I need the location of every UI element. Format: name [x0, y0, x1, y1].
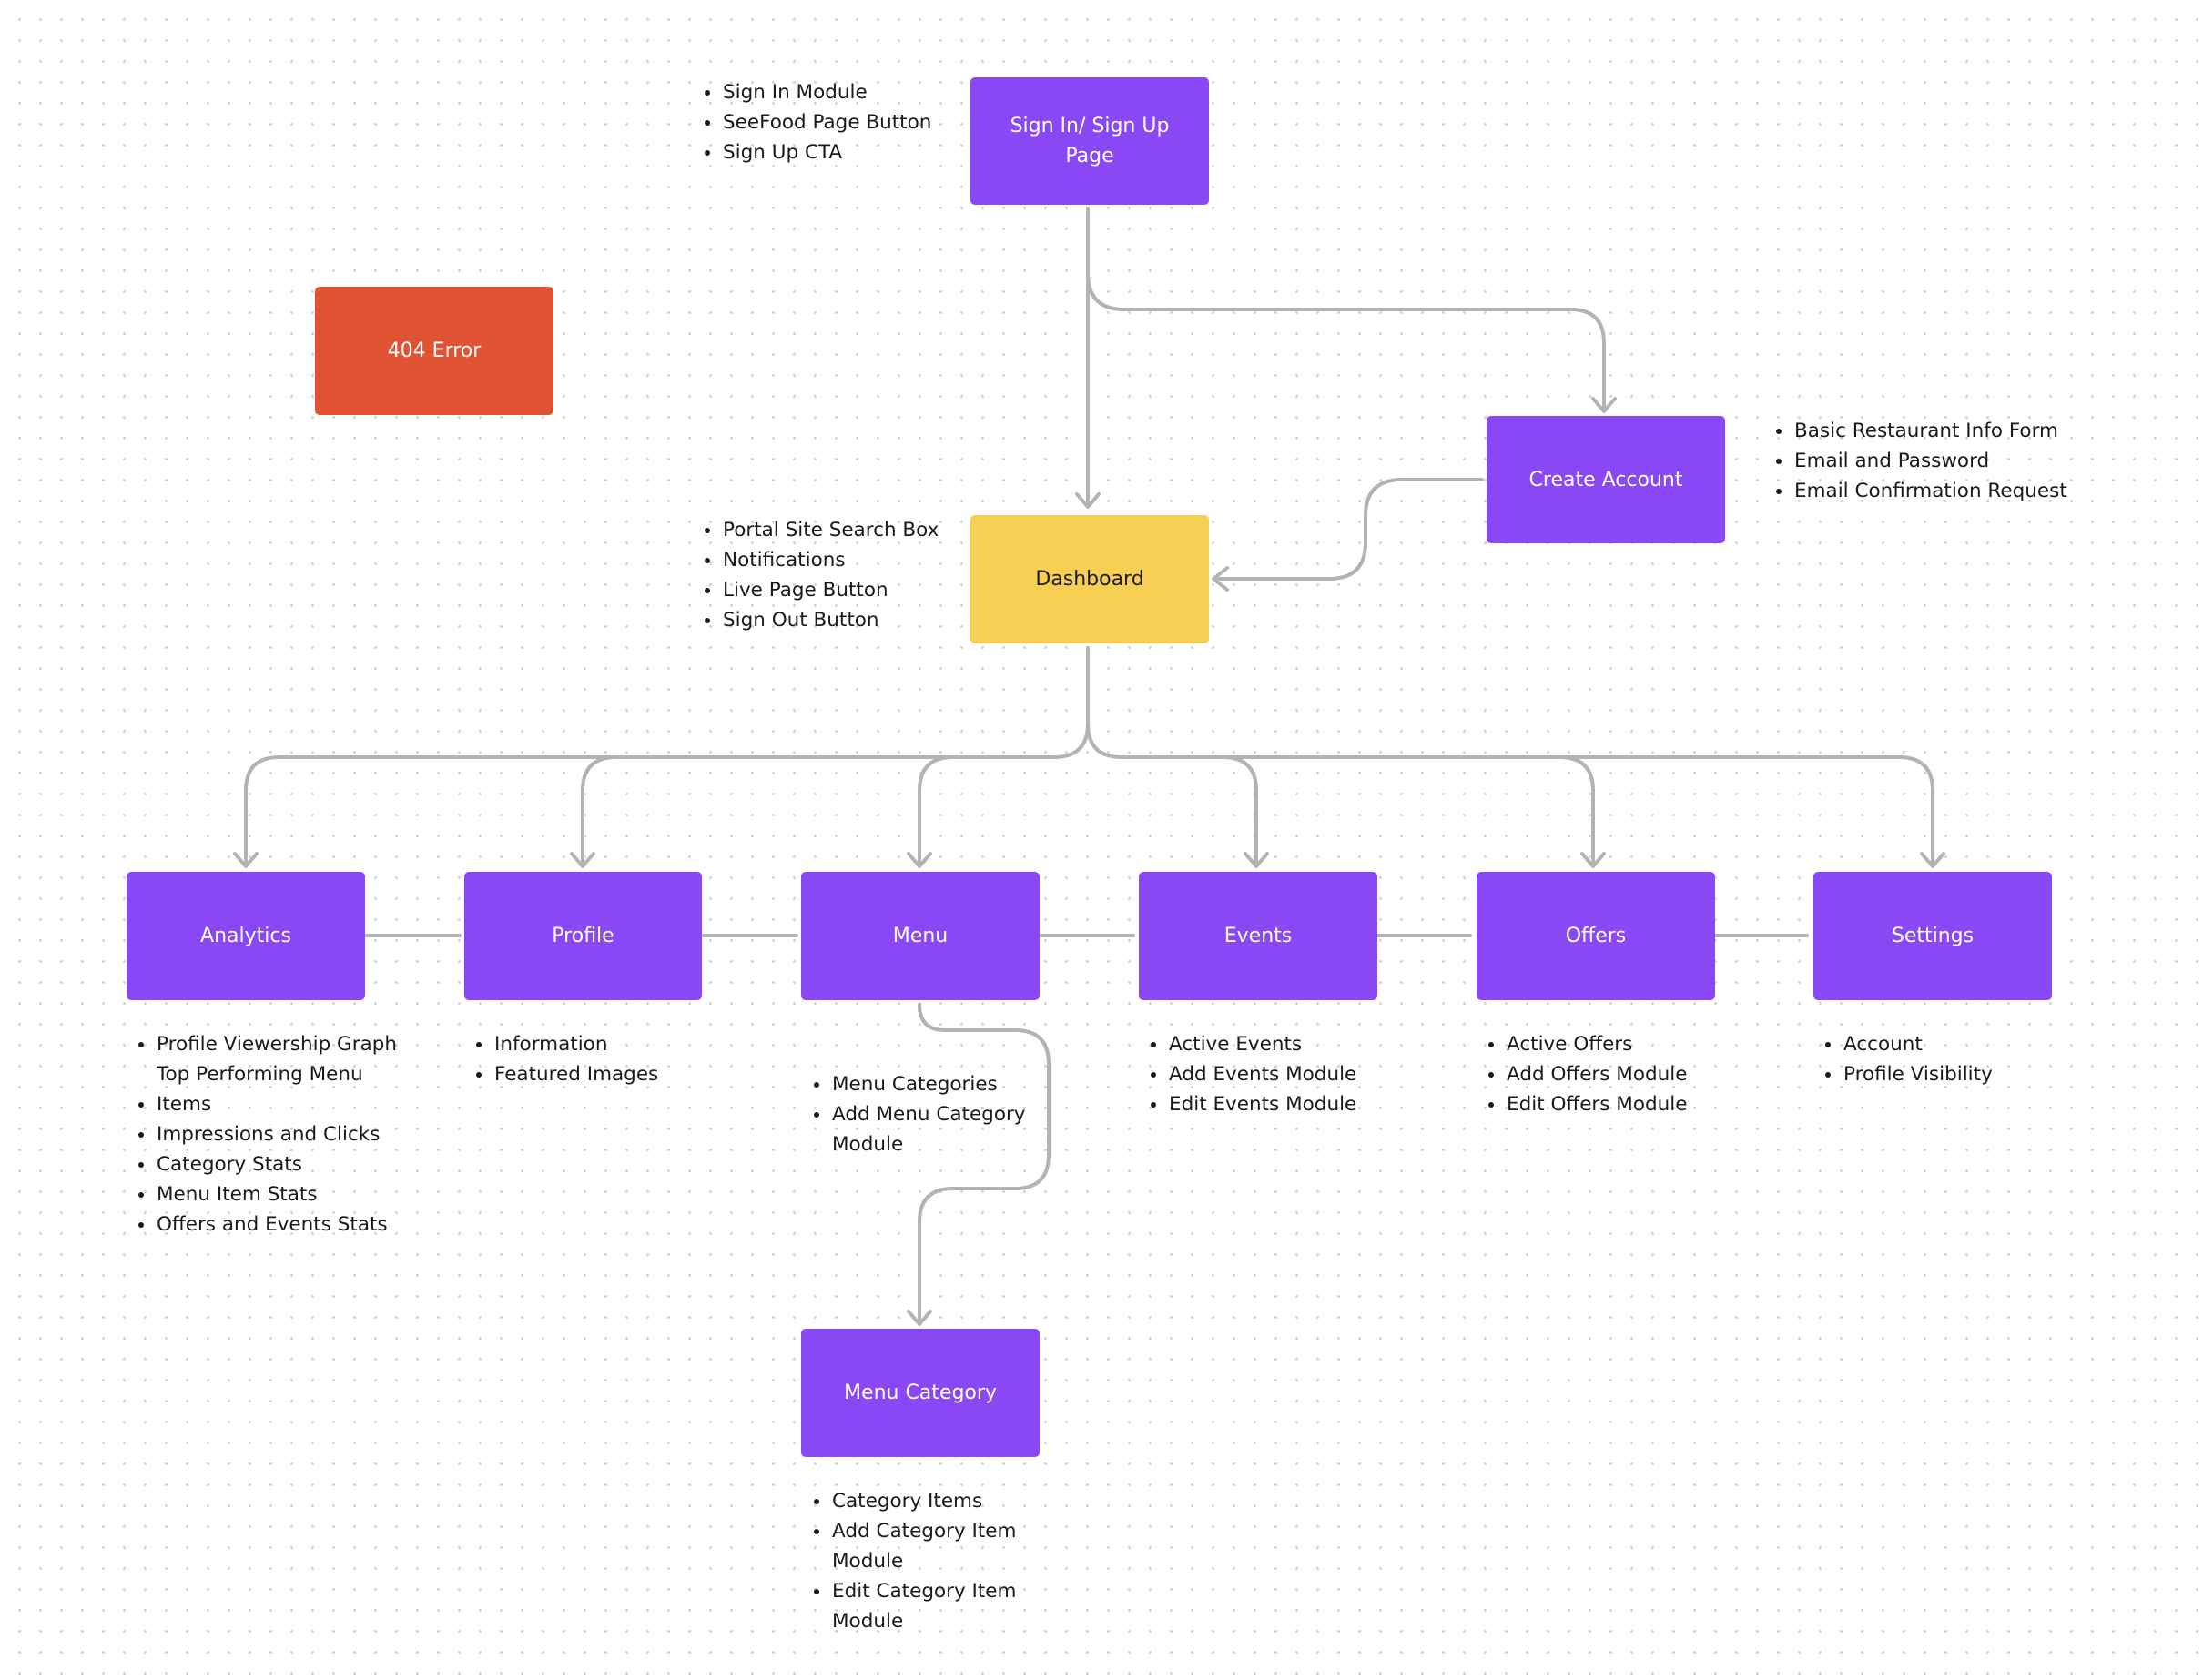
note-item: Category Items — [831, 1486, 1054, 1516]
menu-notes: Menu Categories Add Menu Category Module — [808, 1069, 1059, 1159]
connector-events — [1221, 755, 1258, 866]
note-item: Live Page Button — [722, 575, 995, 605]
arrowhead-events — [1244, 852, 1269, 868]
analytics-node[interactable]: Analytics — [127, 872, 365, 1000]
note-item: Email and Password — [1793, 446, 2094, 476]
note-item: Add Events Module — [1168, 1059, 1423, 1089]
arrowhead-dashboard — [1075, 492, 1101, 509]
connector-signin-create-account — [1086, 271, 1606, 411]
menu-category-node[interactable]: Menu Category — [801, 1329, 1040, 1457]
settings-node[interactable]: Settings — [1813, 872, 2052, 1000]
profile-node[interactable]: Profile — [464, 872, 702, 1000]
note-item: Offers and Events Stats — [156, 1209, 429, 1240]
create-account-node[interactable]: Create Account — [1487, 416, 1725, 543]
error-404-node[interactable]: 404 Error — [315, 287, 553, 415]
connector-profile — [581, 755, 618, 866]
menu-node[interactable]: Menu — [801, 872, 1040, 1000]
dashboard-node[interactable]: Dashboard — [970, 515, 1209, 643]
profile-notes: Information Featured Images — [471, 1029, 730, 1089]
note-item: Basic Restaurant Info Form — [1793, 416, 2094, 446]
note-item: Impressions and Clicks — [156, 1119, 429, 1149]
note-item: Menu Item Stats — [156, 1179, 429, 1209]
note-item: Add Category Item Module — [831, 1516, 1054, 1576]
connector-menu-menu-category — [918, 1003, 1051, 1324]
events-notes: Active Events Add Events Module Edit Eve… — [1145, 1029, 1423, 1119]
arrowhead-menu-category — [907, 1310, 932, 1326]
arrowhead-settings — [1920, 852, 1945, 868]
note-item: Active Offers — [1506, 1029, 1761, 1059]
create-account-notes: Basic Restaurant Info Form Email and Pas… — [1771, 416, 2094, 506]
note-item: Top Performing Menu Items — [156, 1059, 429, 1119]
menu-category-notes: Category Items Add Category Item Module … — [808, 1486, 1054, 1636]
note-item: Information — [493, 1029, 730, 1059]
note-item: Edit Offers Module — [1506, 1089, 1761, 1119]
note-item: Active Events — [1168, 1029, 1423, 1059]
note-item: Notifications — [722, 545, 995, 575]
arrowhead-profile — [570, 852, 595, 868]
connector-create-account-dashboard — [1213, 478, 1484, 581]
dashboard-notes: Portal Site Search Box Notifications Liv… — [699, 515, 995, 635]
signin-signup-page-node[interactable]: Sign In/ Sign Up Page — [970, 77, 1209, 205]
note-item: Email Confirmation Request — [1793, 476, 2094, 506]
note-item: Category Stats — [156, 1149, 429, 1179]
note-item: Portal Site Search Box — [722, 515, 995, 545]
connector-menu — [918, 755, 955, 866]
events-node[interactable]: Events — [1139, 872, 1377, 1000]
note-item: Menu Categories — [831, 1069, 1059, 1099]
arrowhead-dashboard-left — [1212, 566, 1229, 592]
offers-notes: Active Offers Add Offers Module Edit Off… — [1483, 1029, 1761, 1119]
note-item: Add Menu Category Module — [831, 1099, 1059, 1159]
note-item: SeeFood Page Button — [722, 107, 995, 137]
note-item: Sign Up CTA — [722, 137, 995, 167]
note-item: Edit Category Item Module — [831, 1576, 1054, 1636]
connector-dashboard-trunk — [244, 646, 1090, 866]
arrowhead-menu — [907, 852, 932, 868]
analytics-notes: Profile Viewership Graph Top Performing … — [133, 1029, 429, 1240]
note-item: Add Offers Module — [1506, 1059, 1761, 1089]
note-item: Account — [1843, 1029, 2097, 1059]
note-item: Featured Images — [493, 1059, 730, 1089]
arrowhead-analytics — [233, 852, 259, 868]
offers-node[interactable]: Offers — [1477, 872, 1715, 1000]
note-item: Sign Out Button — [722, 605, 995, 635]
signin-notes: Sign In Module SeeFood Page Button Sign … — [699, 77, 995, 167]
connector-dashboard-right-branch — [1086, 722, 1934, 866]
note-item: Edit Events Module — [1168, 1089, 1423, 1119]
note-item: Profile Viewership Graph — [156, 1029, 429, 1059]
connector-offers — [1558, 755, 1595, 866]
arrowhead-create-account — [1591, 397, 1617, 413]
note-item: Sign In Module — [722, 77, 995, 107]
arrowhead-offers — [1580, 852, 1606, 868]
settings-notes: Account Profile Visibility — [1820, 1029, 2097, 1089]
note-item: Profile Visibility — [1843, 1059, 2097, 1089]
